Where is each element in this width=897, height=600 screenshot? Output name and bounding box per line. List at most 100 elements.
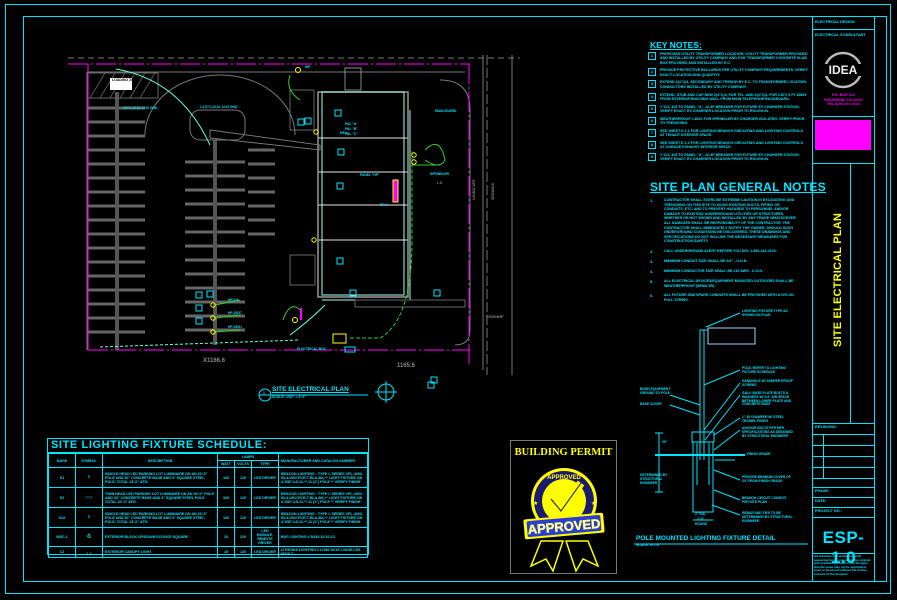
project-no-label: PROJECT NO.: xyxy=(815,509,843,513)
title-block-divider xyxy=(850,163,851,423)
elevation-label-1: X1166.6 xyxy=(203,358,226,364)
main-board-label: MAIN BOARD xyxy=(435,109,457,113)
row-volts: 120 xyxy=(234,507,252,528)
general-note-item: 5. ALL ELECTRICAL DEVICES/EQUIPMENT MOUNT… xyxy=(650,279,798,288)
wall-sconce-icon: ô xyxy=(75,527,103,547)
key-note-text: PROPOSED UTILITY TRANSFORMER LOCATION. U… xyxy=(660,52,808,65)
key-note-number: 9 xyxy=(648,153,656,162)
sheet-border-outer xyxy=(5,4,891,594)
concrete-base xyxy=(692,441,714,513)
firm-label: ELECTRICAL DESIGN xyxy=(815,20,855,24)
row-manufacturer: BEACON LIGHTING - TYPE L SERIES VPL-4000… xyxy=(278,507,368,528)
electrical-box-label: ELECTRICAL BOX xyxy=(297,347,326,351)
key-notes-list: 1 PROPOSED UTILITY TRANSFORMER LOCATION. … xyxy=(648,52,808,165)
drive-aisle-arc xyxy=(144,74,296,136)
row-watt: 15 xyxy=(217,546,235,558)
row-description: SINGLE HEAD LED PARKING LOT LUMINAIRE ON… xyxy=(102,467,218,488)
general-note-text: MINIMUM CONDUCTOR SIZE SHALL BE #10 AWG … xyxy=(664,268,763,273)
site-plan-scale: SCALE: 1/32" = 1'-0" xyxy=(272,395,307,399)
panel-c-label: PAL "C" xyxy=(345,132,358,136)
sheet-border-inner xyxy=(23,16,887,582)
sheet-number: ESP-1.0 xyxy=(822,528,865,567)
key-note-text: WEATHERPROOF J-BOX FOR SPRINKLER BY CHAR… xyxy=(660,116,805,126)
key-note-number: 6 xyxy=(648,116,656,125)
callout-depth: 30" xyxy=(662,440,668,444)
walkway xyxy=(209,129,321,151)
ep-label: EP-1 xyxy=(380,203,388,207)
callout-base-plate: GALV. BASE PLATE BOLTS & WASHERS W/ 1/4"… xyxy=(742,391,792,407)
col-type: TYPE xyxy=(251,460,279,468)
table-row: WSC-1 ô EXTERIOR BLACK UP/DOWN SCONCE SQ… xyxy=(48,527,368,547)
property-line xyxy=(68,63,470,365)
callout-base-cover: BASE COVER xyxy=(640,402,662,406)
key-note-text: EXTEND, STUB AND CAP NEW 2(4"C)4, FOR TE… xyxy=(660,92,807,101)
key-note-number: 1 xyxy=(648,52,656,60)
row-mark: CJ xyxy=(48,546,76,558)
general-note-number: 2. xyxy=(650,248,654,254)
callout-round: ROUND xyxy=(695,522,708,526)
key-note-number: 3 xyxy=(648,80,656,89)
key-note-item: 6 WEATHERPROOF J-BOX FOR SPRINKLER BY CHA… xyxy=(648,116,808,126)
approved-seal-icon: APPROVED APPROVED ★ ★ xyxy=(523,468,605,573)
address-line: TEL (626) ###-#### xyxy=(826,102,861,107)
general-note-number: 5. xyxy=(650,278,654,284)
row-manufacturer: BEACON LIGHTING - TYPE L SERIES VPL-4000… xyxy=(278,487,368,508)
col-volts: VOLTS xyxy=(234,460,252,468)
detail-number: 1 xyxy=(263,391,265,395)
address-line: PASADENA, CA ##### xyxy=(824,97,863,102)
callout-rebar: REBAR AND TIES TO BE DETERMINED BY STRUC… xyxy=(742,511,793,523)
row-mark: S1 xyxy=(48,467,76,488)
callout-handhole: HANDHOLE W/ TAMPER PROOF SCREWS xyxy=(742,379,793,387)
pink-notice-block xyxy=(815,120,871,150)
twin-head-pole-icon: ○○ xyxy=(75,487,103,508)
canopy-light-icon: ◡ xyxy=(75,546,103,558)
row-manufacturer: LITHONIA LIGHTING # LDN6 30/15 LO6AR LSS… xyxy=(278,546,368,558)
callout-cover: PROVIDE MINIMUM COVER OF 24" FROM FINISH… xyxy=(742,475,791,483)
callout-conduit: BRANCH CIRCUIT CONDUIT PER SITE PLAN xyxy=(742,496,787,504)
callout-dia-1: 2" DIA. xyxy=(695,512,706,516)
key-note-text: EXTEND 2(4"C)4, SECONDARY AND TRENCH BY … xyxy=(660,80,807,89)
callout-fixture: LIGHTING FIXTURE TYPE AS SHOWN ON PLAN xyxy=(742,309,792,318)
crosshatch-plaza-south xyxy=(289,254,316,286)
panel-a-label: PAL "A" xyxy=(345,122,358,126)
key-note-text: SEE SHEET E-1.2 FOR LIGHTING BRANCH CIRC… xyxy=(660,140,804,150)
row-type: LED DRIVER xyxy=(251,467,279,488)
callout-ground: BOND EQUIPMENT GROUND TO POLE xyxy=(640,387,671,395)
mp-label: MP-1 xyxy=(340,131,348,135)
callout-dia-2: 2'-0" xyxy=(697,517,705,521)
phase-label: PHASE: xyxy=(815,489,830,493)
permit-title: BUILDING PERMIT xyxy=(514,447,613,458)
logo-text: IDEA xyxy=(829,63,858,77)
panel-b-label: PAL "B" xyxy=(345,127,358,131)
detail-callout-bubble xyxy=(258,388,368,402)
row-watt: 15 xyxy=(217,527,235,547)
feeder-circuits xyxy=(99,68,326,348)
panel-hp-label: PANEL "HP" xyxy=(360,173,380,177)
callout-grade: FINISH GRADE xyxy=(747,452,771,456)
key-note-number: 5 xyxy=(648,104,656,113)
general-note-text: CONTRACTOR SHALL EXERCISE EXTREME CAUTIO… xyxy=(664,198,797,244)
address-line: P.O. BOX ### xyxy=(831,93,856,97)
elevation-label-2: 1165.6 xyxy=(397,363,416,369)
circuit-label-b: 2-1/2"C-2#10, 1#10 GND xyxy=(200,105,238,109)
base-cover xyxy=(691,431,715,443)
general-note-text: ALL ELECTRICAL DEVICES/EQUIPMENT MOUNTED… xyxy=(664,278,794,288)
fire-hydrant-label: FH254HF xyxy=(486,314,504,319)
pole-detail-title: POLE MOUNTED LIGHTING FIXTURE DETAIL xyxy=(636,535,776,542)
table-row: S1A ♀ SINGLE HEAD LED PARKING LOT LUMINA… xyxy=(48,507,368,528)
hp-circuit-2: HP-25/27 xyxy=(228,311,242,315)
key-note-text: PROVIDE PROTECTIVE BOLLARDS PER UTILITY … xyxy=(660,68,808,77)
island-planter xyxy=(189,109,246,141)
row-volts: 120 xyxy=(234,527,252,547)
row-mark: S1A xyxy=(48,507,76,528)
key-notes-title: KEY NOTES: xyxy=(650,40,702,50)
general-note-item: 2.CALL UNDERGROUND ALERT BEFORE YOU DIG.… xyxy=(650,249,798,254)
keynote-tags xyxy=(195,109,441,389)
general-note-item: 1.CONTRACTOR SHALL EXERCISE EXTREME CAUT… xyxy=(650,198,798,244)
key-note-item: 1 PROPOSED UTILITY TRANSFORMER LOCATION. … xyxy=(648,52,808,65)
row-manufacturer: BEACON LIGHTING - TYPE L SERIES VPL-4000… xyxy=(278,467,368,488)
row-mark: WSC-1 xyxy=(48,527,76,547)
